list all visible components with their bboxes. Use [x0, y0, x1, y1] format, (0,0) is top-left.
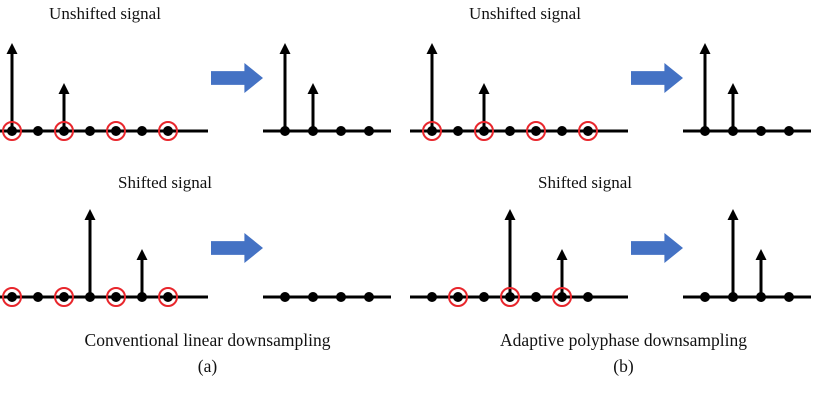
plot-a-top-input-dot-3: [85, 126, 95, 136]
plot-a-top-input-dot-2: [59, 126, 69, 136]
plot-b-bottom-input-dot-2: [479, 292, 489, 302]
plot-a-bottom-input-dot-1: [33, 292, 43, 302]
arrow-a-bottom: [211, 233, 263, 263]
plot-a-top-output: [263, 43, 391, 136]
plot-b-bottom-input-sample-ring-1: [500, 287, 520, 307]
plot-a-top-input-dot-5: [137, 126, 147, 136]
panel-b-bottom-label: Shifted signal: [538, 173, 632, 192]
plot-a-top-input: [0, 43, 208, 141]
plot-b-bottom-input-1-stem-arrowhead: [556, 249, 568, 260]
plot-a-top-input-0-stem-arrowhead: [6, 43, 18, 54]
plot-a-bottom-output-dot-3: [364, 292, 374, 302]
plot-a-top-input-dot-6: [163, 126, 173, 136]
arrow-b-bottom: [631, 233, 683, 263]
plot-b-top-input-sample-ring-1: [474, 121, 494, 141]
plot-b-top-output-dot-3: [784, 126, 794, 136]
plot-b-top-output-0-stem-arrowhead: [699, 43, 711, 54]
panel-a-top-label: Unshifted signal: [49, 4, 161, 23]
plot-a-top-input-dot-4: [111, 126, 121, 136]
plot-b-bottom-input-sample-ring-0: [448, 287, 468, 307]
plot-a-top-output-dot-1: [308, 126, 318, 136]
arrow-a-top: [211, 63, 263, 93]
panel-b-caption: Adaptive polyphase downsampling: [500, 330, 747, 350]
plot-a-top-output-dot-2: [336, 126, 346, 136]
plot-a-top-output-dot-3: [364, 126, 374, 136]
plot-b-top-output-1-stem-arrowhead: [727, 83, 739, 94]
plot-a-bottom-input: [0, 209, 208, 307]
panel-b-letter: (b): [613, 356, 634, 376]
plot-b-top-input-sample-ring-0: [422, 121, 442, 141]
plot-a-top-input-dot-0: [7, 126, 17, 136]
plot-a-top-input-sample-ring-3: [158, 121, 178, 141]
plot-b-bottom-input-dot-0: [427, 292, 437, 302]
plot-b-top-input-dot-5: [557, 126, 567, 136]
plot-a-bottom-output-dot-2: [336, 292, 346, 302]
plot-a-bottom-input-1-stem-arrowhead: [136, 249, 148, 260]
plot-b-top-output-dot-0: [700, 126, 710, 136]
plot-b-top-input-dot-6: [583, 126, 593, 136]
plot-b-bottom-output-0-stem-arrowhead: [727, 209, 739, 220]
plot-b-top-input-dot-2: [479, 126, 489, 136]
plot-a-top-output-dot-0: [280, 126, 290, 136]
panel-b-top-label: Unshifted signal: [469, 4, 581, 23]
plot-b-top-input-0-stem-arrowhead: [426, 43, 438, 54]
plot-a-bottom-input-sample-ring-2: [106, 287, 126, 307]
plot-b-bottom-input-dot-5: [557, 292, 567, 302]
plot-b-bottom-output-1-stem-arrowhead: [755, 249, 767, 260]
plot-a-top-output-0-stem-arrowhead: [279, 43, 291, 54]
plot-a-top-input-1-stem-arrowhead: [58, 83, 70, 94]
plot-b-bottom-input-dot-6: [583, 292, 593, 302]
plot-b-top-input-1-stem-arrowhead: [478, 83, 490, 94]
plot-a-bottom-input-0-stem-arrowhead: [84, 209, 96, 220]
plot-b-top-input: [410, 43, 628, 141]
arrow-b-top: [631, 63, 683, 93]
plot-b-bottom-output-dot-0: [700, 292, 710, 302]
plot-a-bottom-input-dot-3: [85, 292, 95, 302]
plot-a-bottom-input-sample-ring-0: [2, 287, 22, 307]
plot-a-top-input-dot-1: [33, 126, 43, 136]
panel-a-caption: Conventional linear downsampling: [84, 330, 331, 350]
plot-b-bottom-output-dot-3: [784, 292, 794, 302]
plot-b-top-input-dot-0: [427, 126, 437, 136]
plot-a-top-output-1-stem-arrowhead: [307, 83, 319, 94]
plot-b-bottom-input-dot-4: [531, 292, 541, 302]
plot-b-bottom-output-dot-1: [728, 292, 738, 302]
plot-b-top-input-sample-ring-2: [526, 121, 546, 141]
plot-a-bottom-output-dot-1: [308, 292, 318, 302]
plot-a-bottom-input-sample-ring-1: [54, 287, 74, 307]
plot-a-bottom-input-dot-2: [59, 292, 69, 302]
plot-a-bottom-input-sample-ring-3: [158, 287, 178, 307]
plot-a-top-input-sample-ring-1: [54, 121, 74, 141]
plot-b-top-output: [683, 43, 811, 136]
plot-b-top-input-dot-1: [453, 126, 463, 136]
plot-b-bottom-input-sample-ring-2: [552, 287, 572, 307]
plot-a-bottom-input-dot-0: [7, 292, 17, 302]
plot-b-top-output-dot-1: [728, 126, 738, 136]
plot-a-top-input-sample-ring-2: [106, 121, 126, 141]
plot-b-top-input-sample-ring-3: [578, 121, 598, 141]
plot-a-bottom-input-dot-5: [137, 292, 147, 302]
plot-b-bottom-output: [683, 209, 811, 302]
panel-a-bottom-label: Shifted signal: [118, 173, 212, 192]
plot-b-bottom-input-0-stem-arrowhead: [504, 209, 516, 220]
plot-b-bottom-input-dot-3: [505, 292, 515, 302]
plot-a-bottom-input-dot-6: [163, 292, 173, 302]
plot-b-bottom-output-dot-2: [756, 292, 766, 302]
plot-b-top-input-dot-3: [505, 126, 515, 136]
panel-a-letter: (a): [197, 356, 218, 376]
plot-a-top-input-sample-ring-0: [2, 121, 22, 141]
plot-b-bottom-input: [410, 209, 628, 307]
plot-a-bottom-output-dot-0: [280, 292, 290, 302]
plot-a-bottom-output: [263, 292, 391, 302]
plot-b-top-output-dot-2: [756, 126, 766, 136]
plot-b-bottom-input-dot-1: [453, 292, 463, 302]
plot-b-top-input-dot-4: [531, 126, 541, 136]
plot-a-bottom-input-dot-4: [111, 292, 121, 302]
